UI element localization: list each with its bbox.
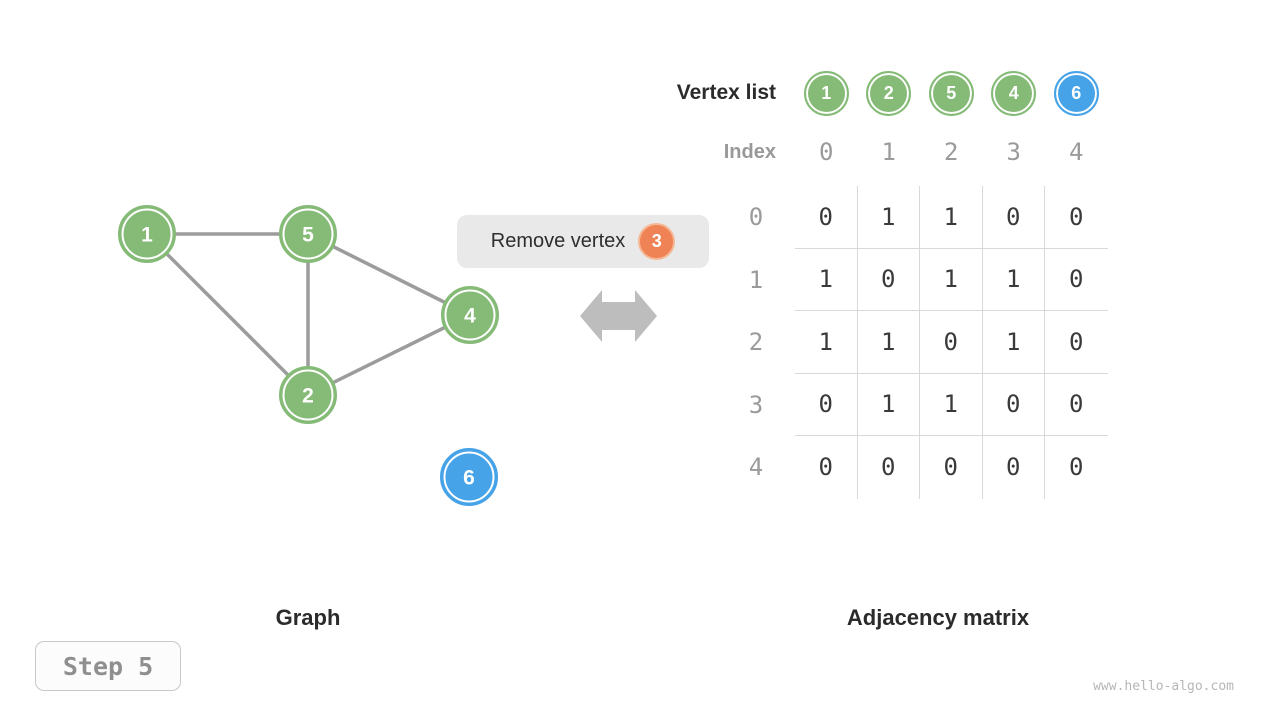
graph-node-4: 4 <box>441 286 499 344</box>
graph-edge-1-2 <box>145 232 310 397</box>
vertex-3-badge: 3 <box>638 223 676 260</box>
matrix-cell-4-2: 0 <box>920 436 983 499</box>
matrix-cell-2-1: 1 <box>857 311 920 374</box>
index-value-2: 2 <box>944 138 959 166</box>
matrix-row-label-4: 4 <box>748 453 764 482</box>
matrix-cell-4-3: 0 <box>983 436 1045 499</box>
vertex-list-label: Vertex list <box>676 81 776 104</box>
index-value-1: 1 <box>881 138 896 166</box>
matrix-cell-3-2: 1 <box>920 373 983 436</box>
vertex-circle-5: 5 <box>928 70 974 116</box>
remove-vertex-pill: Remove vertex 3 <box>457 215 709 268</box>
graph-node-2: 2 <box>279 366 337 424</box>
vertex-circle-2: 2 <box>866 70 912 116</box>
matrix-cell-1-3: 1 <box>982 248 1045 311</box>
matrix-cell-3-1: 1 <box>857 373 920 436</box>
matrix-cell-0-4: 0 <box>1045 186 1108 249</box>
matrix-cell-0-3: 0 <box>982 186 1045 249</box>
graph-node-label: 5 <box>302 224 314 247</box>
vertex-list-cell-1: 2 <box>858 70 921 116</box>
graph-nodes: 1 5 4 2 6 <box>118 205 499 506</box>
matrix-cell-0-2: 1 <box>920 186 983 249</box>
graph-edge-2-4 <box>307 313 471 397</box>
adjacency-matrix-title: Adjacency matrix <box>846 605 1030 630</box>
matrix-row-label-3: 3 <box>748 390 764 419</box>
graph-node-label: 4 <box>464 305 476 328</box>
matrix-cell-1-4: 0 <box>1045 249 1108 311</box>
matrix-cell-1-1: 0 <box>857 248 920 311</box>
matrix-cell-2-2: 0 <box>920 311 983 374</box>
remove-vertex-label: Remove vertex <box>490 230 626 252</box>
matrix-row-labels: 0 1 2 3 4 <box>726 186 786 499</box>
matrix-row-label-1: 1 <box>748 265 764 294</box>
graph-edge-5-4 <box>307 232 471 317</box>
matrix-cell-3-4: 0 <box>1045 374 1108 436</box>
vertex-circle-4: 4 <box>991 70 1037 116</box>
step-label: Step 5 <box>62 651 154 681</box>
vertex-list-cell-2: 5 <box>920 70 983 116</box>
matrix-cell-2-4: 0 <box>1045 311 1108 374</box>
vertex-circle-1: 1 <box>803 70 849 116</box>
vertex-list-cell-3: 4 <box>983 70 1046 116</box>
matrix-cell-2-0: 1 <box>795 311 858 374</box>
matrix-row-label-2: 2 <box>748 328 764 357</box>
matrix-cell-1-2: 1 <box>920 248 983 311</box>
graph-node-1: 1 <box>118 205 176 263</box>
vertex-list-cell-0: 1 <box>795 70 858 116</box>
index-row: 0 1 2 3 4 <box>795 133 1108 171</box>
double-arrow-icon <box>580 290 657 342</box>
watermark: www.hello-algo.com <box>1093 679 1234 694</box>
matrix-cell-0-0: 0 <box>795 186 858 249</box>
index-value-4: 4 <box>1069 138 1084 166</box>
index-value-0: 0 <box>819 138 834 166</box>
matrix-cell-0-1: 1 <box>857 186 920 249</box>
index-label: Index <box>723 141 776 163</box>
graph-node-label: 1 <box>141 224 153 247</box>
matrix-cell-2-3: 1 <box>982 311 1045 374</box>
graph-node-6: 6 <box>440 448 498 506</box>
graph-title: Graph <box>275 605 341 630</box>
matrix-cell-4-4: 0 <box>1069 453 1084 482</box>
matrix-cell-3-3: 0 <box>982 373 1045 436</box>
step-indicator: Step 5 <box>35 641 181 691</box>
graph-node-label: 2 <box>302 385 314 408</box>
index-value-3: 3 <box>1006 138 1021 166</box>
matrix-cell-4-1: 0 <box>858 436 920 499</box>
vertex-circle-6: 6 <box>1053 70 1099 116</box>
matrix-cell-3-0: 0 <box>795 373 858 436</box>
vertex-list-cell-4: 6 <box>1045 70 1108 116</box>
graph-node-5: 5 <box>279 205 337 263</box>
matrix-cell-4-0: 0 <box>795 436 858 499</box>
matrix-cell-1-0: 1 <box>795 248 858 311</box>
matrix-row-label-0: 0 <box>748 203 764 232</box>
graph-node-label: 6 <box>463 467 475 490</box>
